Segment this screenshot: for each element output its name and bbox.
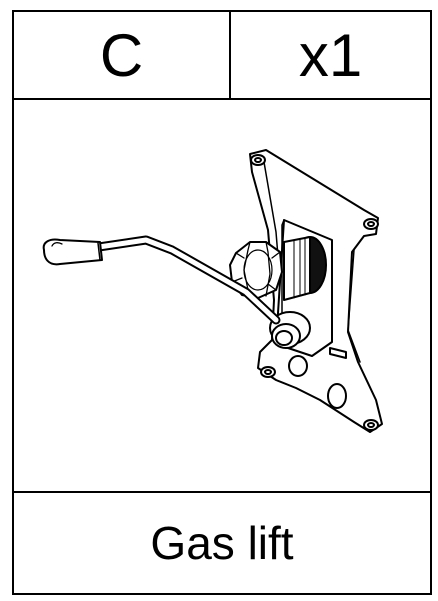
part-quantity: x1	[298, 21, 363, 89]
parts-card: C x1	[12, 10, 432, 595]
part-illustration	[14, 100, 430, 493]
gas-lift-mechanism-icon	[42, 149, 383, 433]
part-letter: C	[14, 12, 231, 98]
card-header: C x1	[14, 12, 430, 100]
part-name: Gas lift	[150, 517, 294, 569]
